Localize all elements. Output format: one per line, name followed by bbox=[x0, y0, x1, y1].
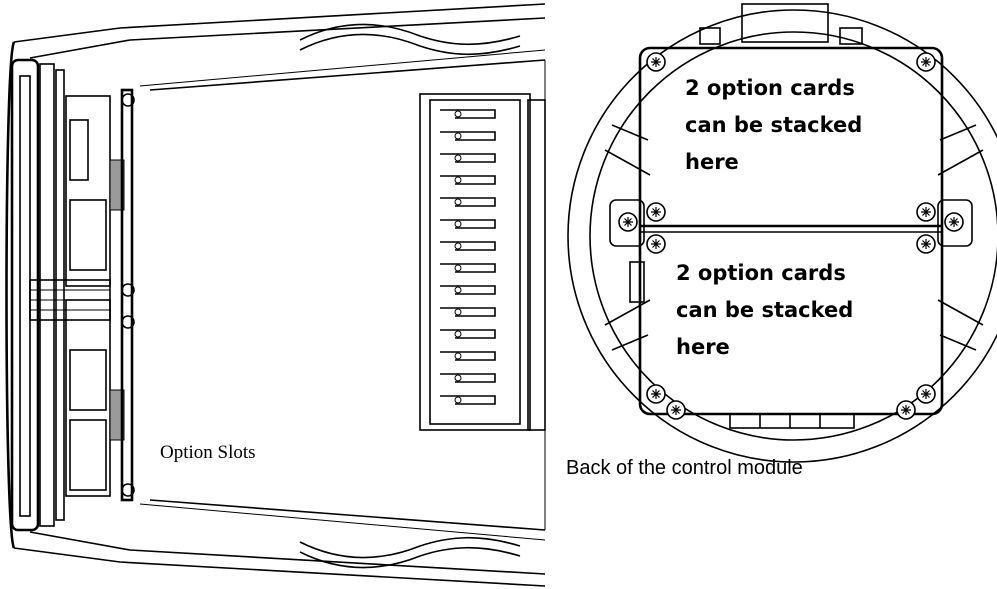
side-view-drawing bbox=[5, 3, 546, 587]
connector-pins bbox=[440, 109, 496, 405]
module-back-caption: Back of the control module bbox=[566, 457, 803, 479]
connector-pin bbox=[440, 197, 496, 207]
connector-pin bbox=[440, 373, 496, 383]
screw-icon bbox=[896, 400, 916, 420]
lower-slot-line-1: 2 option cards bbox=[676, 261, 846, 285]
screw-icon bbox=[916, 234, 936, 254]
connector-pin bbox=[440, 329, 496, 339]
connector-pin bbox=[440, 241, 496, 251]
screw-icon bbox=[944, 212, 964, 232]
upper-slot-line-1: 2 option cards bbox=[685, 76, 855, 100]
screw-icon bbox=[916, 52, 936, 72]
screw-icon bbox=[646, 384, 666, 404]
control-module-back bbox=[567, 3, 997, 463]
connector-pin bbox=[440, 175, 496, 185]
lower-slot-annotation: 2 option cards can be stacked here bbox=[676, 261, 853, 359]
connector-pin bbox=[440, 351, 496, 361]
lower-slot-line-3: here bbox=[676, 335, 730, 359]
upper-slot-annotation: 2 option cards can be stacked here bbox=[685, 76, 862, 174]
screw-icon bbox=[916, 384, 936, 404]
screw-icon bbox=[916, 202, 936, 222]
connector-pin bbox=[440, 131, 496, 141]
screw-icon bbox=[646, 234, 666, 254]
connector-pin bbox=[440, 263, 496, 273]
screw-icon bbox=[646, 202, 666, 222]
lower-slot-line-2: can be stacked bbox=[676, 298, 853, 322]
screw-icon bbox=[666, 400, 686, 420]
screw-icon bbox=[646, 52, 666, 72]
connector-pin bbox=[440, 153, 496, 163]
connector-pin bbox=[440, 307, 496, 317]
connector-pin bbox=[440, 285, 496, 295]
module-screws bbox=[618, 52, 964, 420]
upper-slot-line-2: can be stacked bbox=[685, 113, 862, 137]
upper-slot-line-3: here bbox=[685, 150, 739, 174]
connector-pin bbox=[440, 219, 496, 229]
screw-icon bbox=[618, 212, 638, 232]
connector-pin bbox=[440, 109, 496, 119]
connector-pin bbox=[440, 395, 496, 405]
option-slots-label: Option Slots bbox=[160, 442, 256, 463]
